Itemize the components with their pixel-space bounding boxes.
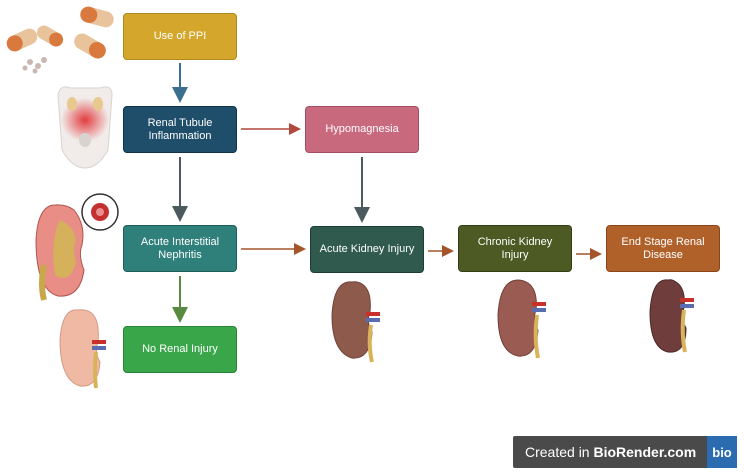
node-label: Acute Kidney Injury <box>319 243 415 255</box>
badge-brand: BioRender.com <box>593 444 697 460</box>
node-label: No Renal Injury <box>142 343 218 355</box>
biorender-badge[interactable]: Created in BioRender.com bio <box>513 436 737 468</box>
chronic-kidney-icon <box>497 279 546 359</box>
kidney-cross-section-icon <box>35 193 119 301</box>
node-no-renal-injury: No Renal Injury <box>123 326 237 373</box>
pelvis-inflammation-icon <box>57 86 113 169</box>
acute-kidney-icon <box>331 281 380 363</box>
node-acute-interstitial-nephritis: Acute Interstitial Nephritis <box>123 225 237 272</box>
node-label: Chronic Kidney Injury <box>477 235 553 261</box>
node-label: Use of PPI <box>153 30 207 42</box>
node-chronic-kidney-injury: Chronic Kidney Injury <box>458 225 572 272</box>
node-use-of-ppi: Use of PPI <box>123 13 237 60</box>
node-renal-tubule-inflammation: Renal Tubule Inflammation <box>123 106 237 153</box>
biorender-logo-icon: bio <box>707 436 737 468</box>
healthy-kidney-icon <box>59 309 106 389</box>
badge-text: Created in BioRender.com <box>513 444 696 460</box>
badge-prefix: Created in <box>525 444 594 460</box>
node-end-stage-renal-disease: End Stage Renal Disease <box>606 225 720 272</box>
node-acute-kidney-injury: Acute Kidney Injury <box>310 226 424 273</box>
node-label: Hypomagnesia <box>325 123 399 135</box>
node-label: Renal Tubule Inflammation <box>147 116 213 142</box>
pills-icon <box>6 6 114 74</box>
node-hypomagnesia: Hypomagnesia <box>305 106 419 153</box>
end-stage-kidney-icon <box>649 279 694 353</box>
node-label: End Stage Renal Disease <box>621 235 705 261</box>
node-label: Acute Interstitial Nephritis <box>140 235 220 261</box>
